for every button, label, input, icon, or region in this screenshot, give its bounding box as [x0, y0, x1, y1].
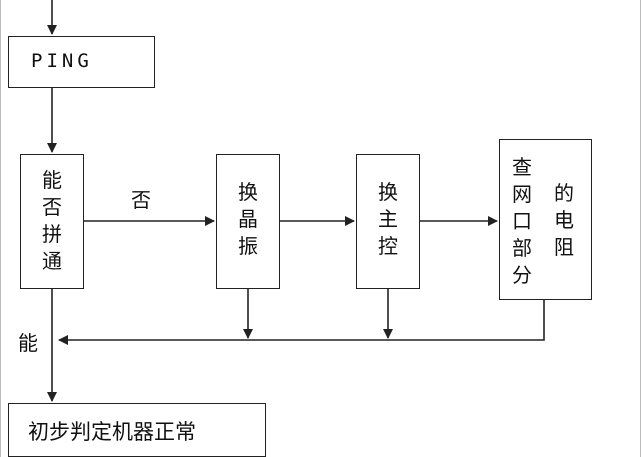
- check-port-text-left: 查 网 口 部 分: [512, 154, 532, 289]
- resistor-char: 的: [554, 181, 574, 205]
- swap-crystal-char: 振: [238, 234, 258, 258]
- check-char: 能: [42, 168, 62, 192]
- swap-main-controller-box: 换 主 控: [356, 154, 420, 289]
- swap-main-char: 主: [378, 207, 398, 231]
- check-char: 通: [42, 249, 62, 273]
- resistor-char: 分: [512, 263, 532, 287]
- ping-label: PING: [31, 50, 93, 72]
- swap-main-char: 换: [378, 180, 398, 204]
- check-connectivity-text: 能 否 拼 通: [21, 167, 83, 275]
- resistor-char: 阻: [554, 235, 574, 259]
- swap-crystal-char: 换: [238, 180, 258, 204]
- return-line: [58, 300, 545, 345]
- check-connectivity-box: 能 否 拼 通: [20, 154, 84, 289]
- swap-main-controller-text: 换 主 控: [357, 179, 419, 260]
- resistor-char: 口: [512, 209, 532, 233]
- check-char: 拼: [42, 222, 62, 246]
- edge-label-yes: 能: [18, 331, 38, 355]
- swap-crystal-char: 晶: [238, 207, 258, 231]
- result-box: 初步判定机器正常: [8, 403, 266, 457]
- ping-box: PING: [8, 36, 155, 88]
- swap-main-char: 控: [378, 234, 398, 258]
- resistor-char: 查: [512, 155, 532, 179]
- check-char: 否: [42, 195, 62, 219]
- resistor-char: 网: [512, 182, 532, 206]
- resistor-char: 电: [554, 208, 574, 232]
- swap-crystal-text: 换 晶 振: [217, 179, 279, 260]
- check-port-text-right: 的 电 阻: [554, 180, 574, 261]
- edge-label-no: 否: [131, 188, 151, 212]
- resistor-char: 部: [512, 236, 532, 260]
- swap-crystal-box: 换 晶 振: [216, 154, 280, 289]
- result-label: 初步判定机器正常: [28, 420, 196, 444]
- check-port-resistor-box: 查 网 口 部 分 的 电 阻: [499, 139, 592, 300]
